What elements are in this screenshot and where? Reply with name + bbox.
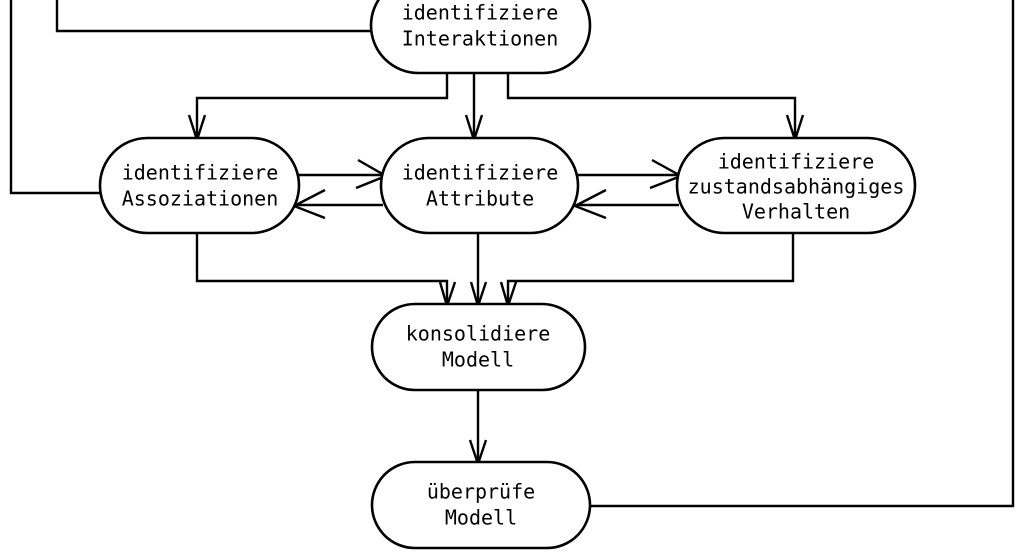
arrowhead-left-attribute bbox=[572, 188, 607, 220]
node-identifiziere-attribute[interactable]: identifiziere Attribute bbox=[379, 136, 580, 235]
node-shape-verhalten bbox=[675, 136, 917, 235]
node-label-interaktionen-line1: identifiziere bbox=[402, 1, 559, 25]
node-label-verhalten-line1: identifiziere bbox=[718, 150, 875, 174]
node-identifiziere-assoziationen[interactable]: identifiziere Assoziationen bbox=[98, 136, 301, 235]
edge-interaktionen-to-verhalten bbox=[506, 73, 797, 140]
node-label-verhalten-line2: zustandsabhängiges bbox=[688, 175, 905, 199]
node-shape-ueberpruefe bbox=[370, 460, 592, 550]
edge-layer bbox=[9, 0, 1015, 508]
node-ueberpruefe-modell[interactable]: überprüfe Modell bbox=[370, 460, 592, 550]
node-shape-interaktionen bbox=[369, 0, 592, 75]
node-label-ueberpruefe-line1: überprüfe bbox=[427, 480, 535, 504]
edge-assoziationen-to-konsolidiere bbox=[195, 231, 449, 306]
node-label-konsolidiere-line2: Modell bbox=[442, 348, 514, 372]
node-label-assoziationen-line2: Assoziationen bbox=[122, 187, 279, 211]
node-shape-assoziationen bbox=[98, 136, 301, 235]
node-label-konsolidiere-line1: konsolidiere bbox=[406, 322, 551, 346]
node-identifiziere-interaktionen[interactable]: identifiziere Interaktionen bbox=[369, 0, 592, 75]
node-layer: identifiziere Interaktionen identifizier… bbox=[98, 0, 917, 550]
node-label-ueberpruefe-line2: Modell bbox=[445, 506, 517, 530]
node-label-interaktionen-line2: Interaktionen bbox=[402, 27, 559, 51]
node-label-attribute-line1: identifiziere bbox=[402, 161, 559, 185]
node-identifiziere-zustandsabhaengiges-verhalten[interactable]: identifiziere zustandsabhängiges Verhalt… bbox=[675, 136, 917, 235]
edge-ueberpruefe-feedback-right bbox=[589, 0, 1015, 508]
edge-interaktionen-to-assoziationen bbox=[195, 73, 449, 140]
node-shape-konsolidiere bbox=[370, 302, 587, 392]
node-label-assoziationen-line1: identifiziere bbox=[122, 161, 279, 185]
node-label-verhalten-line3: Verhalten bbox=[742, 200, 850, 224]
node-shape-attribute bbox=[379, 136, 580, 235]
node-label-attribute-line2: Attribute bbox=[426, 187, 534, 211]
edge-verhalten-to-konsolidiere bbox=[506, 231, 795, 306]
edge-offpage-to-interaktionen bbox=[55, 0, 371, 33]
edge-assoziationen-feedback-left bbox=[9, 0, 101, 195]
node-konsolidiere-modell[interactable]: konsolidiere Modell bbox=[370, 302, 587, 392]
